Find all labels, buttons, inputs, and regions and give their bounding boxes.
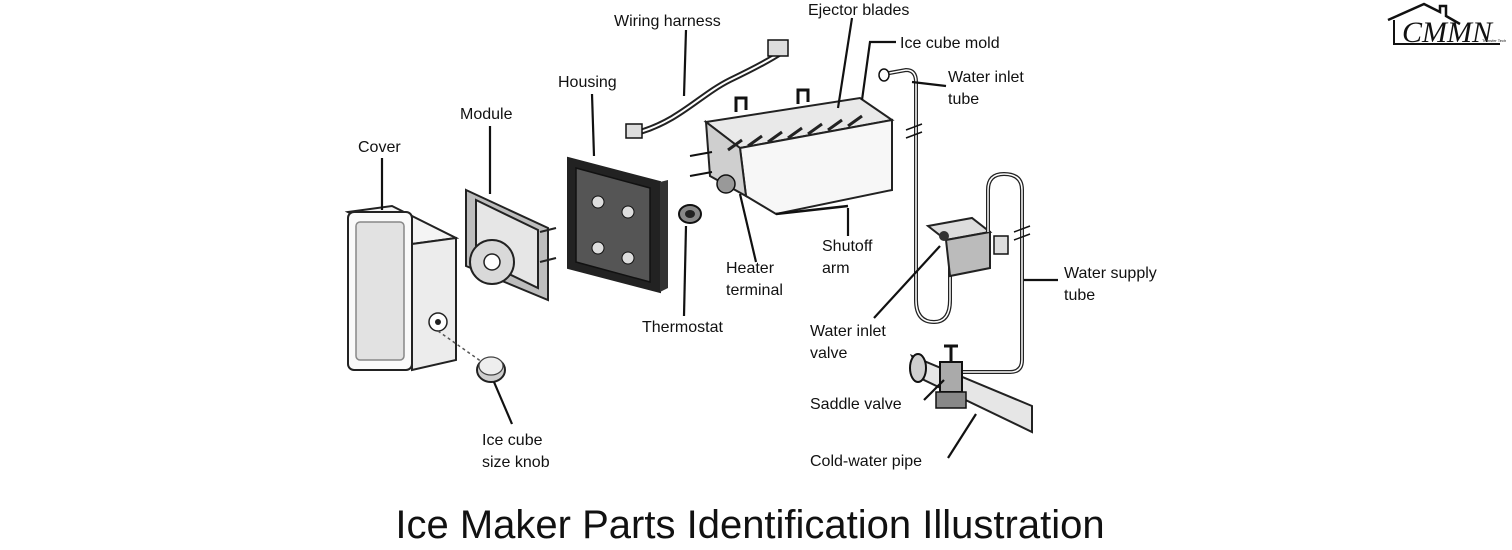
label-thermostat: Thermostat bbox=[642, 319, 723, 336]
module-part bbox=[465, 188, 557, 302]
cover-part bbox=[344, 204, 483, 372]
label-water-inlet-valve-line2: valve bbox=[810, 345, 847, 362]
ice-cube-mold-part bbox=[689, 88, 895, 216]
label-saddle-valve: Saddle valve bbox=[810, 396, 902, 413]
house-roof-logo-icon bbox=[1387, 2, 1500, 45]
leader-ejector-blades bbox=[836, 17, 854, 109]
leader-water-inlet-tube bbox=[911, 80, 947, 88]
water-inlet-valve-part bbox=[925, 216, 1009, 278]
label-heater-terminal-line2: terminal bbox=[726, 282, 783, 299]
label-shutoff-arm-line2: arm bbox=[822, 260, 850, 277]
leader-thermostat bbox=[682, 225, 688, 317]
leader-heater-terminal bbox=[738, 193, 758, 263]
label-water-supply-tube-line2: tube bbox=[1064, 287, 1095, 304]
diagram-title: Ice Maker Parts Identification Illustrat… bbox=[395, 503, 1104, 547]
label-shutoff-arm-line1: Shutoff bbox=[822, 238, 873, 255]
wiring-harness-part bbox=[625, 39, 789, 139]
label-wiring-harness: Wiring harness bbox=[614, 13, 721, 30]
leader-ice-cube-size-knob bbox=[492, 381, 514, 425]
housing-part bbox=[567, 156, 668, 294]
water-supply-tube-part bbox=[962, 171, 1031, 374]
label-ice-cube-mold: Ice cube mold bbox=[900, 35, 1000, 52]
label-water-inlet-tube-line2: tube bbox=[948, 91, 979, 108]
leader-saddle-valve bbox=[923, 379, 945, 401]
leader-housing bbox=[590, 93, 596, 157]
label-heater-terminal-line1: Heater bbox=[726, 260, 775, 277]
thermostat-part bbox=[678, 204, 702, 224]
part-labels: Wiring harness Ejector blades Ice cube m… bbox=[358, 2, 1157, 471]
label-cover: Cover bbox=[358, 139, 401, 156]
brand-logo: CMMN Transfer Tech bbox=[1387, 2, 1506, 49]
label-housing: Housing bbox=[558, 74, 617, 91]
saddle-valve-part bbox=[935, 344, 967, 409]
label-cold-water-pipe: Cold-water pipe bbox=[810, 453, 922, 470]
logo-text: CMMN bbox=[1402, 16, 1494, 49]
label-module: Module bbox=[460, 106, 513, 123]
leader-water-inlet-valve bbox=[873, 245, 941, 319]
leader-wiring-harness bbox=[682, 29, 688, 97]
label-water-supply-tube-line1: Water supply bbox=[1064, 265, 1157, 282]
label-ice-cube-size-knob-line2: size knob bbox=[482, 454, 550, 471]
leader-cold-water-pipe bbox=[947, 413, 977, 459]
leader-ice-cube-mold bbox=[860, 40, 896, 101]
label-water-inlet-valve-line1: Water inlet bbox=[810, 323, 886, 340]
label-ice-cube-size-knob-line1: Ice cube bbox=[482, 432, 543, 449]
label-water-inlet-tube-line1: Water inlet bbox=[948, 69, 1024, 86]
ice-cube-size-knob-part bbox=[476, 356, 506, 383]
leader-lines bbox=[380, 17, 1058, 459]
label-ejector-blades: Ejector blades bbox=[808, 2, 909, 19]
water-inlet-tube-part bbox=[878, 67, 952, 325]
logo-tagline: Transfer Tech bbox=[1482, 38, 1506, 43]
